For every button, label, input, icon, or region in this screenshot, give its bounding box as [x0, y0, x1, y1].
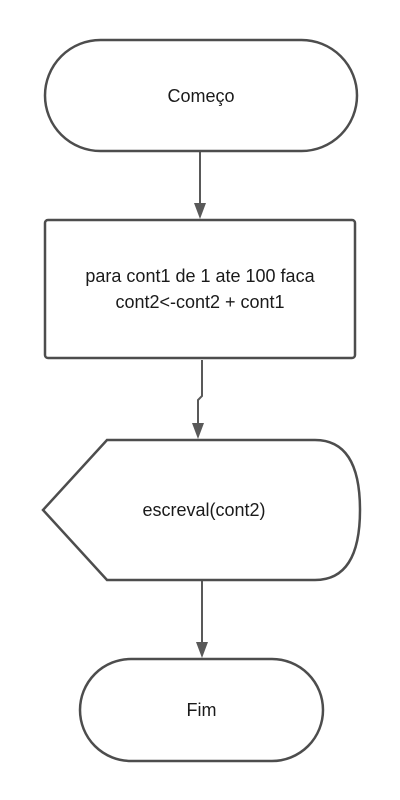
- end-terminator-shape: [78, 657, 325, 763]
- start-terminator-shape: [43, 38, 359, 153]
- process-label: para cont1 de 1 ate 100 faca cont2<-cont…: [45, 220, 355, 358]
- display-label: escreval(cont2): [64, 440, 344, 580]
- start-label: Começo: [45, 40, 357, 151]
- display-shape: [41, 438, 362, 582]
- connectors: [192, 152, 208, 658]
- end-label-text: Fim: [186, 700, 217, 720]
- edge-process-to-display: [197, 360, 203, 430]
- arrowhead-display: [192, 423, 204, 439]
- display-label-text: escreval(cont2): [142, 500, 266, 520]
- end-label: Fim: [80, 659, 323, 761]
- process-label-line-1: para cont1 de 1 ate 100 faca: [85, 266, 315, 286]
- arrowhead-end: [196, 642, 208, 658]
- process-box-shape: [43, 218, 357, 360]
- process-label-line-2: cont2<-cont2 + cont1: [115, 292, 285, 312]
- arrowhead-process: [194, 203, 206, 219]
- start-label-text: Começo: [167, 85, 235, 106]
